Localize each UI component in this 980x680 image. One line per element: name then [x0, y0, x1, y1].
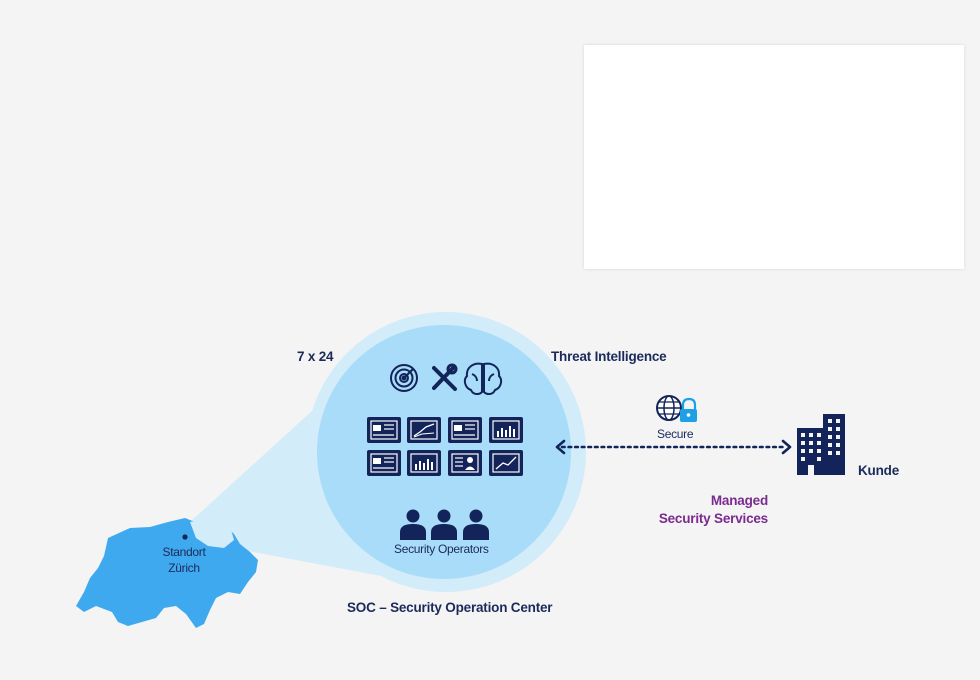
- people-group-icon: [400, 509, 489, 540]
- managed-services-label: Managed Security Services: [659, 492, 768, 528]
- wrench-screwdriver-icon: [432, 363, 458, 391]
- secure-label: Secure: [657, 427, 694, 441]
- arrow-right-icon: [781, 439, 792, 455]
- monitor-5: [367, 450, 401, 476]
- location-label: Standort Zürich: [155, 544, 213, 576]
- zurich-region: [190, 518, 234, 548]
- monitor-3: [448, 417, 482, 443]
- soc-circle: [317, 325, 571, 579]
- threat-intelligence-label: Threat Intelligence: [551, 349, 667, 364]
- managed-services-line2: Security Services: [658, 511, 768, 526]
- monitor-6: [407, 450, 441, 476]
- arrow-left-icon: [555, 439, 566, 455]
- monitor-2: [407, 417, 441, 443]
- monitor-8: [489, 450, 523, 476]
- operators-label: Security Operators: [394, 542, 489, 556]
- globe-lock-icon: [656, 395, 697, 422]
- zurich-marker: [182, 534, 188, 540]
- soc-label: SOC – Security Operation Center: [347, 600, 553, 615]
- monitor-1: [367, 417, 401, 443]
- radar-icon: [390, 364, 418, 392]
- blank-panel: [584, 45, 964, 269]
- monitor-7: [448, 450, 482, 476]
- location-line1: Standort: [162, 545, 206, 559]
- office-building-icon: [797, 414, 845, 475]
- brain-icon: [463, 362, 503, 396]
- hours-label: 7 x 24: [297, 349, 334, 364]
- customer-label: Kunde: [858, 463, 899, 478]
- location-line2: Zürich: [168, 561, 200, 575]
- monitor-4: [489, 417, 523, 443]
- managed-services-line1: Managed: [710, 493, 768, 508]
